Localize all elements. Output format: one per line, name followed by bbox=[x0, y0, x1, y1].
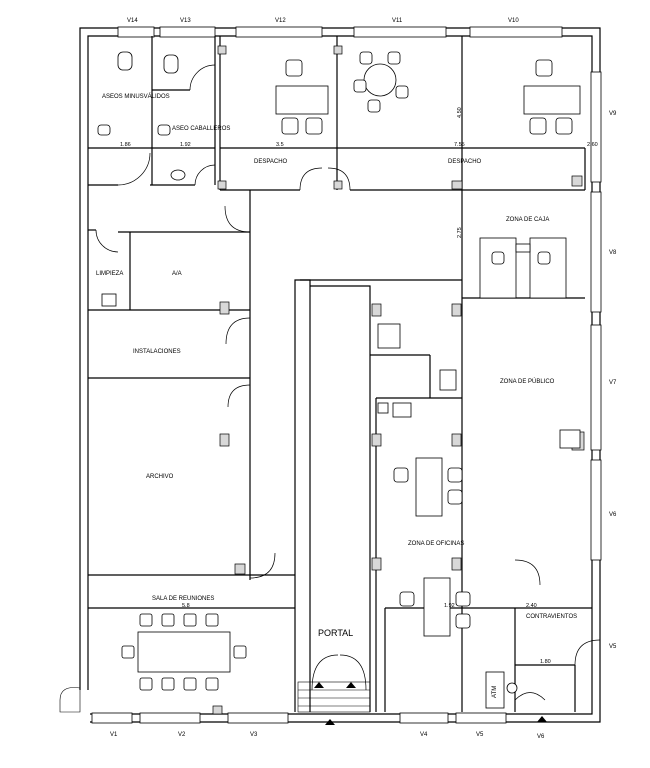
window-label-v5: V5 bbox=[476, 732, 484, 738]
label-aseo-caballeros: ASEO CABALLEROS bbox=[172, 126, 230, 132]
window-label-v5-right: V5 bbox=[609, 644, 617, 650]
dimension-labels: 1.86 1.92 3.5 4.50 7.55 2.60 2.75 5.8 1.… bbox=[120, 107, 598, 665]
label-zona-de-publico: ZONA DE PÚBLICO bbox=[500, 378, 555, 385]
window-label-v2: V2 bbox=[178, 732, 186, 738]
window-label-v8: V8 bbox=[609, 250, 617, 256]
label-despacho-2: DESPACHO bbox=[448, 159, 482, 165]
dimension-text: 2.40 bbox=[526, 603, 537, 609]
window-labels-right: V9 V8 V7 V6 V5 bbox=[609, 111, 617, 650]
dimension-text: 1.92 bbox=[180, 142, 191, 148]
window-label-v13: V13 bbox=[180, 18, 191, 24]
entry-arrow-icon bbox=[537, 716, 547, 722]
label-portal: PORTAL bbox=[318, 628, 353, 638]
label-despacho-1: DESPACHO bbox=[254, 159, 288, 165]
label-zona-de-oficinas: ZONA DE OFICINAS bbox=[408, 541, 464, 547]
window-label-v6: V6 bbox=[609, 512, 617, 518]
window-labels-top: V14 V13 V12 V11 V10 bbox=[127, 18, 519, 24]
dimension-text: 4.50 bbox=[457, 107, 463, 118]
doors bbox=[95, 64, 601, 701]
window-label-v7: V7 bbox=[609, 380, 617, 386]
window-label-v14: V14 bbox=[127, 18, 138, 24]
label-zona-de-caja: ZONA DE CAJA bbox=[506, 217, 549, 223]
interior-walls bbox=[88, 36, 592, 712]
label-atm: ATM bbox=[492, 686, 498, 698]
dimension-text: 2.75 bbox=[457, 227, 463, 238]
label-instalaciones: INSTALACIONES bbox=[133, 349, 181, 355]
dimension-text: 5.8 bbox=[182, 603, 190, 609]
window-label-v3: V3 bbox=[250, 732, 258, 738]
dimension-text: 1.92 bbox=[444, 603, 455, 609]
label-archivo: ARCHIVO bbox=[146, 474, 174, 480]
dimension-text: 1.80 bbox=[540, 659, 551, 665]
windows-right bbox=[590, 71, 602, 561]
window-label-v11: V11 bbox=[392, 18, 403, 24]
window-labels-bottom: V1 V2 V3 V4 V5 V6 bbox=[110, 732, 545, 740]
entry-arrow-icon bbox=[314, 682, 324, 688]
label-contravientos: CONTRAVIENTOS bbox=[526, 614, 577, 620]
dimension-text: 7.55 bbox=[454, 142, 465, 148]
label-limpieza: LIMPIEZA bbox=[96, 271, 123, 277]
entry-arrow-icon bbox=[346, 682, 356, 688]
windows-top bbox=[117, 26, 563, 38]
dimension-text: 1.86 bbox=[120, 142, 131, 148]
entry-arrow-icon bbox=[325, 719, 335, 725]
window-label-v9: V9 bbox=[609, 111, 617, 117]
dimension-text: 3.5 bbox=[276, 142, 284, 148]
label-aseos-minusvalidos: ASEOS MINUSVÁLIDOS bbox=[102, 93, 170, 100]
windows-bottom bbox=[91, 712, 507, 724]
window-label-v1: V1 bbox=[110, 732, 118, 738]
room-labels: ASEOS MINUSVÁLIDOS ASEO CABALLEROS DESPA… bbox=[96, 93, 577, 698]
window-label-v6-bottom: V6 bbox=[537, 734, 545, 740]
portal-steps bbox=[297, 681, 547, 725]
window-label-v12: V12 bbox=[275, 18, 286, 24]
furniture bbox=[97, 51, 581, 709]
window-label-v4: V4 bbox=[420, 732, 428, 738]
dimension-text: 2.60 bbox=[587, 142, 598, 148]
label-sala-de-reuniones: SALA DE REUNIONES bbox=[152, 596, 214, 602]
label-aa: A/A bbox=[172, 271, 182, 277]
window-label-v10: V10 bbox=[508, 18, 519, 24]
